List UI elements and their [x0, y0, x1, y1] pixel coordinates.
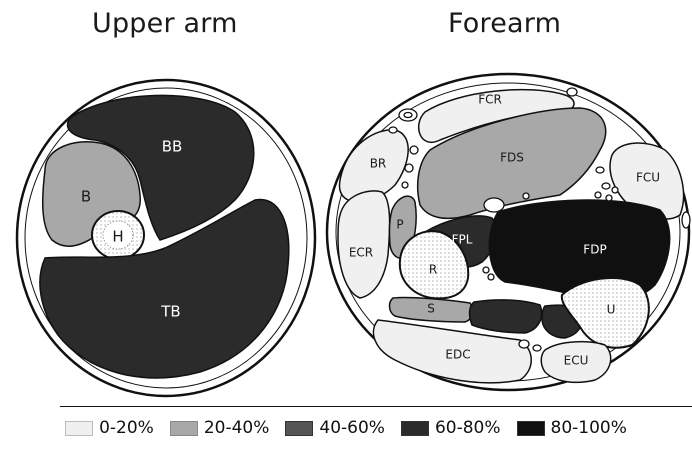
legend-divider — [60, 406, 692, 407]
label-p: P — [396, 218, 403, 232]
label-bb: BB — [162, 138, 183, 156]
label-fds: FDS — [500, 151, 524, 165]
legend-swatch — [65, 421, 93, 436]
legend-label: 60-80% — [435, 418, 501, 438]
forearm-section: FCR BR FDS FCU P FPL ECR R FDP S U EDC E… — [327, 74, 690, 390]
legend-swatch — [170, 421, 198, 436]
legend-label: 40-60% — [319, 418, 385, 438]
legend-label: 80-100% — [551, 418, 627, 438]
label-fdp: FDP — [583, 243, 606, 257]
label-b: B — [81, 188, 91, 206]
legend-label: 0-20% — [99, 418, 154, 438]
legend-swatch — [517, 421, 545, 436]
label-s: S — [427, 302, 435, 316]
legend: 0-20% 20-40% 40-60% 60-80% 80-100% — [0, 418, 692, 438]
label-tb: TB — [160, 303, 180, 321]
upper-arm-section: BB B H TB — [17, 80, 315, 396]
label-fcr: FCR — [478, 93, 502, 107]
legend-swatch — [285, 421, 313, 436]
label-fpl: FPL — [452, 233, 473, 247]
label-ecu: ECU — [564, 354, 589, 368]
legend-item: 20-40% — [170, 418, 270, 438]
label-fcu: FCU — [636, 171, 660, 185]
label-h: H — [112, 228, 123, 246]
label-u: U — [607, 303, 616, 317]
legend-label: 20-40% — [204, 418, 270, 438]
legend-item: 40-60% — [285, 418, 385, 438]
legend-swatch — [401, 421, 429, 436]
label-edc: EDC — [445, 348, 470, 362]
label-r: R — [429, 263, 437, 277]
label-ecr: ECR — [349, 246, 373, 260]
legend-item: 80-100% — [517, 418, 627, 438]
legend-item: 0-20% — [65, 418, 154, 438]
label-br: BR — [370, 157, 387, 171]
legend-item: 60-80% — [401, 418, 501, 438]
muscle-deep-extensor-1 — [470, 300, 542, 333]
cross-section-diagram: BB B H TB — [0, 0, 692, 405]
